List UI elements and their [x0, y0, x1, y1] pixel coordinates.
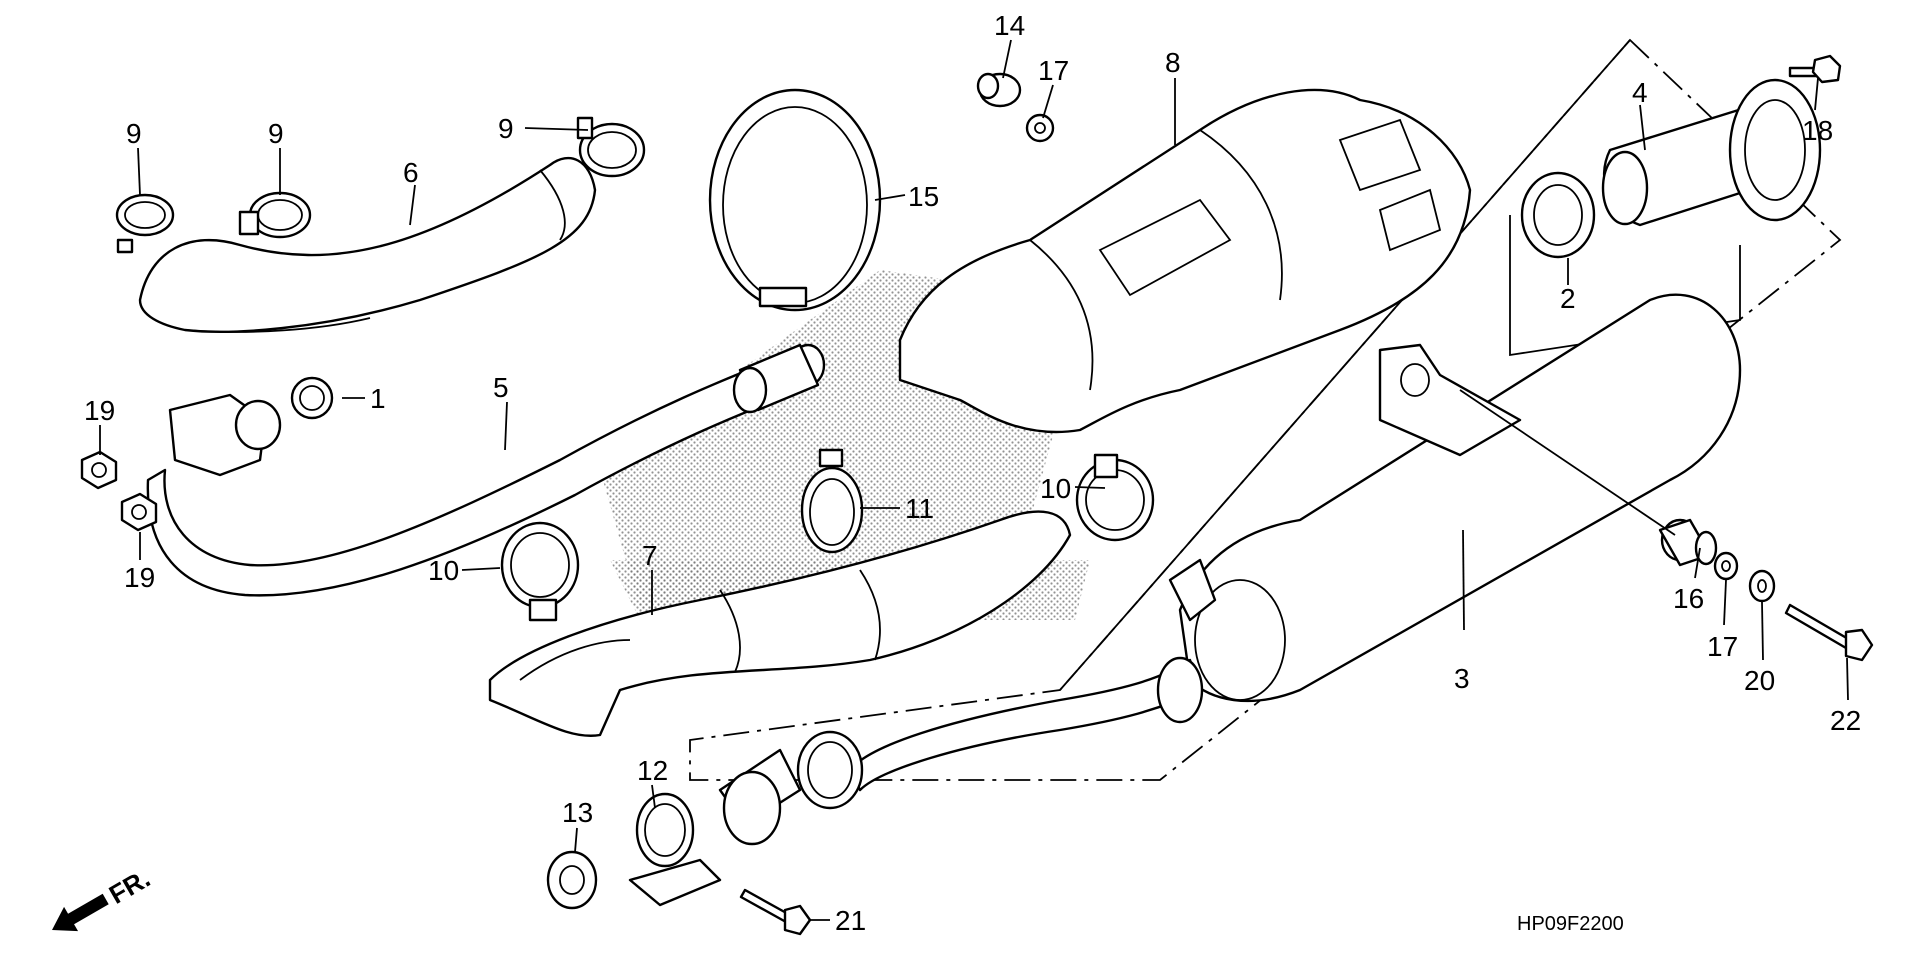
callout-14: 14 [994, 10, 1025, 41]
callout-19-upper: 19 [84, 395, 115, 426]
part-15-band-clamp [708, 88, 882, 312]
part-10-clamp-right [1075, 453, 1155, 542]
part-11-clamp [800, 448, 864, 554]
callout-10-right: 10 [1040, 473, 1071, 504]
callout-1: 1 [370, 383, 386, 414]
part-9-clamp-middle [238, 191, 312, 239]
callout-20: 20 [1744, 665, 1775, 696]
part-5-exhaust-pipe [146, 343, 826, 597]
callout-16: 16 [1673, 583, 1704, 614]
callout-2: 2 [1560, 283, 1576, 314]
callout-18: 18 [1802, 115, 1833, 146]
callout-17-lower: 17 [1707, 631, 1738, 662]
part-19-nut-lower [120, 492, 158, 532]
part-18-bolt [1788, 54, 1842, 84]
callout-8: 8 [1165, 47, 1181, 78]
part-12-clamp-bracket [628, 792, 722, 907]
callout-9-middle: 9 [268, 118, 284, 149]
part-4-spark-arrester [1601, 78, 1822, 227]
part-3-muffler [718, 293, 1742, 846]
callout-7: 7 [642, 540, 658, 571]
callout-10-left: 10 [428, 555, 459, 586]
front-direction-marker: FR. [52, 863, 155, 932]
part-9-clamp-left [115, 193, 175, 254]
callout-4: 4 [1632, 77, 1648, 108]
part-10-clamp-left [500, 521, 580, 622]
part-16-collar [1658, 518, 1718, 567]
front-marker-label: FR. [104, 863, 155, 910]
part-9-clamp-right [576, 116, 646, 178]
leader-lines [99, 39, 1849, 921]
part-6-pipe-cover [138, 156, 597, 333]
callout-21: 21 [835, 905, 866, 936]
part-17-washer-lower [1713, 551, 1739, 581]
part-17-washer-upper [1025, 113, 1055, 143]
callout-15: 15 [908, 181, 939, 212]
part-2-gasket [1520, 171, 1596, 259]
part-8-heat-shield [898, 88, 1472, 434]
part-1-gasket [290, 376, 334, 420]
callout-9-right: 9 [498, 113, 514, 144]
callout-22: 22 [1830, 705, 1861, 736]
assembly-outline-edge [1059, 39, 1631, 691]
callout-3: 3 [1454, 663, 1470, 694]
callout-13: 13 [562, 797, 593, 828]
part-22-bolt [1784, 603, 1874, 662]
arrow-icon [52, 893, 109, 932]
part-19-nut-upper [80, 450, 118, 490]
part-7-lower-cover [488, 510, 1072, 737]
part-14-grommet [976, 72, 1022, 108]
callout-19-lower: 19 [124, 562, 155, 593]
callout-9-left: 9 [126, 118, 142, 149]
callout-17-upper: 17 [1038, 55, 1069, 86]
callout-11: 11 [905, 493, 934, 524]
part-20-washer [1748, 569, 1776, 603]
callout-5: 5 [493, 372, 509, 403]
part-13-bushing [546, 850, 598, 910]
callout-labels: 9 9 9 6 15 14 17 8 1 5 19 19 10 11 10 7 … [84, 10, 1861, 936]
drawing-code: HP09F2200 [1517, 913, 1624, 935]
callout-12: 12 [637, 755, 668, 786]
callout-6: 6 [403, 157, 419, 188]
part-21-bolt [739, 888, 812, 936]
